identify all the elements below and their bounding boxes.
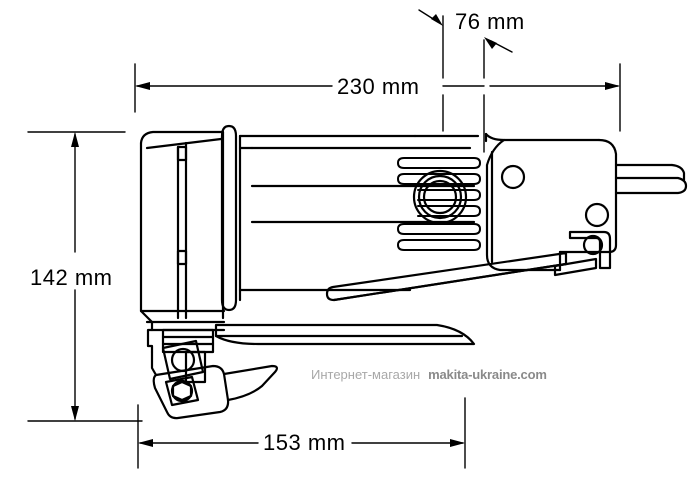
dimension-label-142mm: 142 mm [30, 265, 113, 290]
dimension-label-76mm: 76 mm [455, 9, 525, 34]
dimension-label-230mm: 230 mm [337, 74, 420, 99]
tool-outline [139, 124, 688, 420]
dimension-230mm [134, 63, 621, 132]
dimension-153mm [137, 397, 466, 469]
dimension-142mm [27, 131, 143, 422]
dimension-label-153mm: 153 mm [263, 430, 346, 455]
watermark-site-text: makita-ukraine.com [428, 367, 547, 382]
dimension-76mm [418, 9, 513, 153]
watermark-shop-text: Интернет-магазин [311, 367, 421, 382]
watermark: Интернет-магазин makita-ukraine.com [311, 367, 547, 382]
